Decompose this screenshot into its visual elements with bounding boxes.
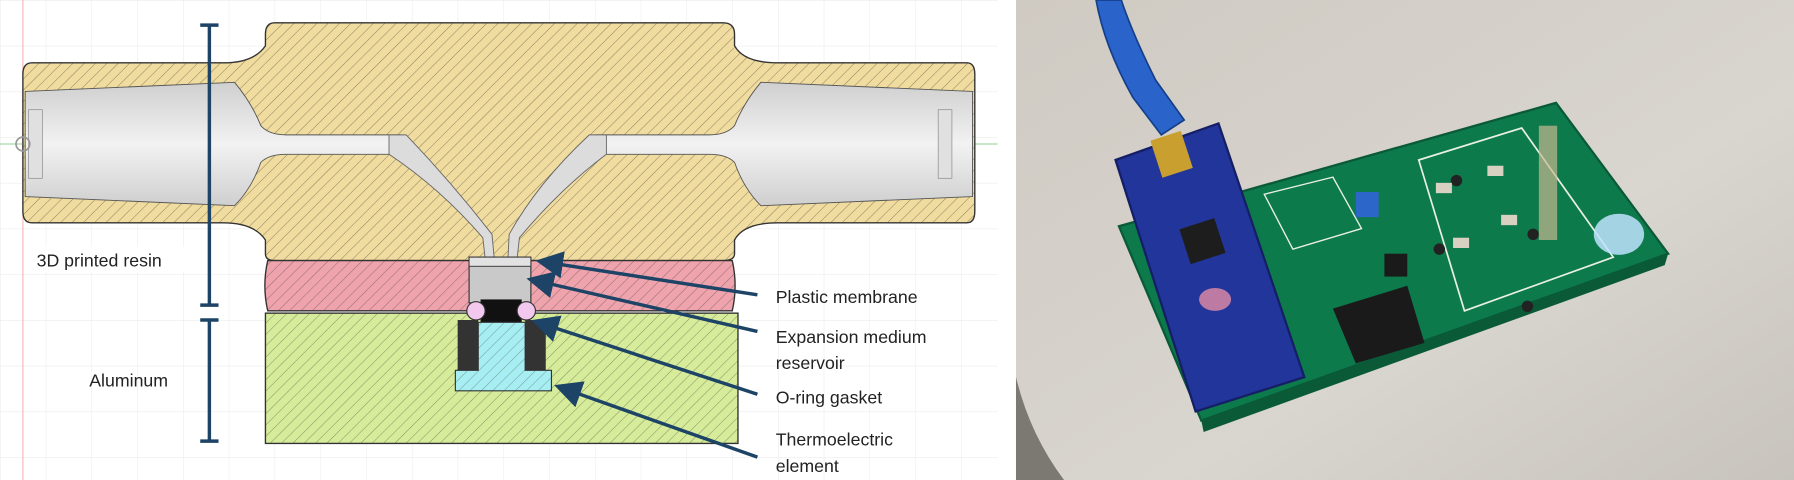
- led-glow: [1593, 213, 1645, 255]
- usb-port: [1150, 130, 1193, 178]
- label-aluminum: Aluminum: [89, 370, 168, 390]
- arrow-thermo: [554, 381, 758, 459]
- label-thermo-2: element: [776, 456, 839, 476]
- o-ring-left: [466, 301, 486, 321]
- arrow-membrane: [535, 251, 758, 297]
- o-ring-right: [516, 301, 537, 321]
- pcb-photo: [1015, 0, 1794, 480]
- potentiometer: [1355, 192, 1379, 218]
- arrow-oring: [531, 315, 758, 396]
- label-expansion-1: Expansion medium: [776, 327, 927, 347]
- usb-cable: [1095, 0, 1186, 137]
- label-expansion-2: reservoir: [776, 353, 845, 373]
- dimension-bar: [200, 23, 219, 443]
- label-resin: 3D printed resin: [37, 250, 162, 270]
- resin-body: [15, 22, 976, 262]
- cross-section-diagram: 3D printed resin Aluminum Plastic membra…: [0, 0, 998, 480]
- arrow-reservoir: [526, 271, 758, 334]
- plastic-membrane: [468, 256, 532, 267]
- ic-chip: [1332, 285, 1425, 364]
- expansion-reservoir: [480, 299, 522, 325]
- callout-arrows: [526, 251, 758, 459]
- label-thermo-1: Thermoelectric: [776, 430, 893, 450]
- label-oring: O-ring gasket: [776, 387, 882, 407]
- arduino-nano: [1114, 121, 1306, 413]
- label-membrane: Plastic membrane: [776, 287, 918, 307]
